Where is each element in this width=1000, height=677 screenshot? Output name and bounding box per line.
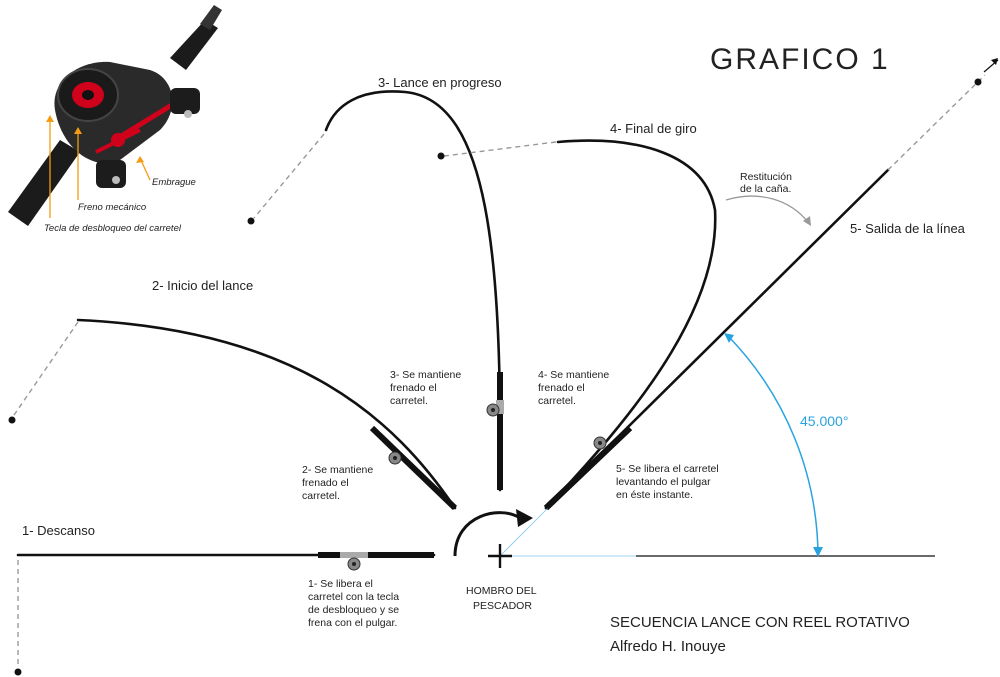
stage-3-label: 3- Lance en progreso xyxy=(378,75,502,90)
stage-5-handle xyxy=(543,425,633,511)
stage-3-progress: 3- Lance en progreso 3- Se mantiene fren… xyxy=(247,75,504,492)
angle-arrow-bottom xyxy=(813,547,823,557)
angle-arrow-top xyxy=(724,333,734,343)
reel-knob-right xyxy=(170,88,200,114)
label-freno: Freno mecánico xyxy=(78,202,146,213)
label-tecla: Tecla de desbloqueo del carretel xyxy=(44,223,182,234)
stage-1-lure xyxy=(14,668,22,676)
angle-label: 45.000° xyxy=(800,413,848,429)
reel-knob-left xyxy=(96,160,126,188)
stage-2-reel xyxy=(388,451,402,465)
stage-3-reel xyxy=(486,400,504,417)
caption-author: Alfredo H. Inouye xyxy=(610,638,726,655)
stage-2-rod xyxy=(76,318,457,510)
stage-5-label: 5- Salida de la línea xyxy=(850,221,966,236)
note-3: 3- Se mantiene frenado el carretel. xyxy=(390,369,464,407)
reel-knob-cap xyxy=(184,110,192,118)
stage-3-line xyxy=(253,133,325,219)
rod-foregrip xyxy=(170,20,218,70)
note-1: 1- Se libera el carretel con la tecla de… xyxy=(308,578,402,629)
shoulder-label-2: PESCADOR xyxy=(473,600,532,612)
stage-4-reel xyxy=(593,436,607,450)
stage-5-line xyxy=(887,74,986,171)
stage-5-arrowhead xyxy=(991,58,998,65)
reel-callout-arrowheads xyxy=(46,115,144,163)
restitucion-arrowhead xyxy=(803,216,811,226)
stage-4-rod xyxy=(544,139,717,510)
rod-grip xyxy=(8,140,80,226)
note-4: 4- Se mantiene frenado el carretel. xyxy=(538,369,612,407)
angle-ray-light xyxy=(499,507,549,557)
stage-5-line-release: 5- Salida de la línea 5- Se libera el ca… xyxy=(543,58,999,511)
angle-reference: 45.000° xyxy=(499,333,935,557)
stage-3-rod xyxy=(324,90,502,492)
reel-handle-red xyxy=(95,128,141,154)
stage-2-start: 2- Inicio del lance 2- Se mantiene frena… xyxy=(8,278,458,511)
stage-4-line xyxy=(443,141,557,157)
stage-3-lure xyxy=(247,217,255,225)
restitucion-arrow xyxy=(725,195,809,223)
angle-arc xyxy=(727,335,819,557)
rod-blank xyxy=(200,5,222,30)
stage-2-label: 2- Inicio del lance xyxy=(152,278,253,293)
stage-4-label: 4- Final de giro xyxy=(610,121,697,136)
shoulder-label-1: HOMBRO DEL xyxy=(466,585,537,597)
reel-handle-arm xyxy=(116,97,182,141)
diagram-title: GRAFICO 1 xyxy=(710,43,890,76)
stage-4-lure xyxy=(437,152,445,160)
stage-2-lure xyxy=(8,416,16,424)
stage-1-label: 1- Descanso xyxy=(22,523,95,538)
rotation-arrowhead xyxy=(516,509,533,527)
reel-hub xyxy=(82,90,94,100)
rotation-arc xyxy=(453,511,521,557)
label-embrague: Embrague xyxy=(152,177,196,188)
reel-illustration: Embrague Freno mecánico Tecla de desbloq… xyxy=(8,5,222,234)
stage-1-rest: 1- Descanso 1- Se libera el carretel con… xyxy=(14,523,436,676)
note-5: 5- Se libera el carretel levantando el p… xyxy=(616,463,722,501)
stage-1-reel xyxy=(340,552,368,571)
stage-5-lure xyxy=(974,78,982,86)
reel-knob-cap-left xyxy=(112,176,120,184)
shoulder-pivot: HOMBRO DEL PESCADOR xyxy=(453,509,537,612)
stage-2-handle xyxy=(369,425,458,511)
note-2: 2- Se mantiene frenado el carretel. xyxy=(302,464,376,502)
caption-title: SECUENCIA LANCE CON REEL ROTATIVO xyxy=(610,614,910,631)
stage-2-line xyxy=(11,321,79,419)
restitucion-label: Restitución de la caña. xyxy=(740,171,795,195)
